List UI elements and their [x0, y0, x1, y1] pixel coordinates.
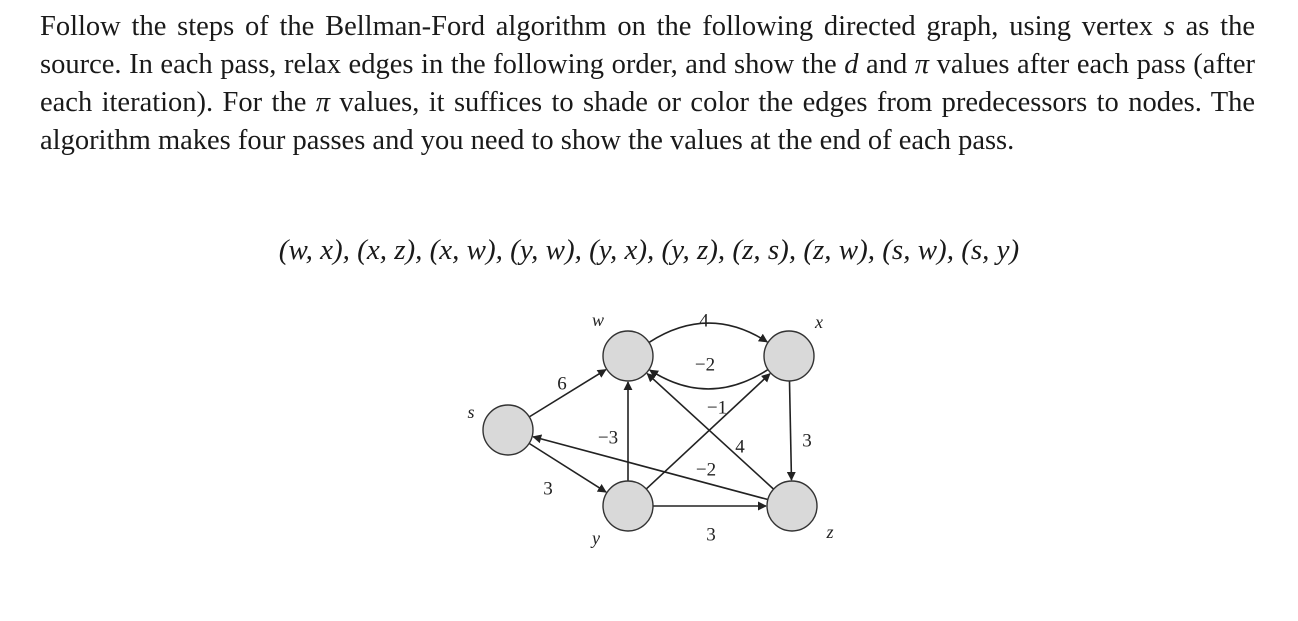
edge-y-x — [645, 373, 771, 490]
node-label-z: z — [825, 522, 833, 542]
edge-weight-y-x: −1 — [707, 397, 727, 418]
nodes-layer — [482, 330, 818, 532]
edge-weight-z-w: 4 — [735, 436, 745, 457]
node-label-x: x — [814, 312, 823, 332]
edge-x-z — [786, 380, 796, 481]
edge-weight-y-z: 3 — [706, 524, 716, 545]
edges-layer — [528, 322, 796, 511]
edge-weight-y-w: −3 — [598, 427, 618, 448]
node-s — [482, 404, 534, 456]
node-label-y: y — [590, 528, 600, 548]
problem-text-part: as the source. In each pass, relax edges… — [40, 11, 1255, 80]
edge-relaxation-order: (w, x), (x, z), (x, w), (y, w), (y, x), … — [0, 234, 1298, 267]
edge-weight-s-w: 6 — [557, 373, 567, 394]
edge-z-w — [646, 372, 775, 490]
source-vertex-symbol: s — [1163, 11, 1175, 42]
edge-order-text: (w, x), (x, z), (x, w), (y, w), (y, x), … — [278, 234, 1020, 266]
problem-text-part: values after each pass (after each itera… — [40, 49, 1255, 118]
edge-weight-x-w: −2 — [695, 354, 715, 375]
labels-layer: 6 3 4 −2 3 −3 −1 3 4 −2 s w x y z — [467, 310, 833, 548]
pi-symbol: π — [315, 87, 331, 118]
problem-text-part: Follow the steps of the Bellman-Ford alg… — [40, 11, 1164, 42]
edge-weight-w-x: 4 — [699, 310, 709, 331]
d-symbol: d — [844, 49, 859, 80]
node-x — [763, 330, 815, 382]
node-z — [766, 480, 818, 532]
pi-symbol: π — [914, 49, 930, 80]
edge-weight-z-s: −2 — [696, 459, 716, 480]
edge-z-s — [532, 434, 769, 501]
edge-weight-x-z: 3 — [802, 430, 812, 451]
edge-s-w — [528, 368, 607, 418]
edge-w-x — [648, 322, 768, 344]
edge-s-y — [528, 442, 607, 493]
problem-statement: Follow the steps of the Bellman-Ford alg… — [40, 8, 1255, 160]
edge-x-w — [649, 368, 769, 390]
node-y — [602, 480, 654, 532]
problem-text-part: values, it suffices to shade or color th… — [40, 87, 1255, 156]
node-label-s: s — [467, 402, 474, 422]
node-label-w: w — [592, 310, 604, 330]
edge-weight-s-y: 3 — [543, 478, 553, 499]
problem-text-part: and — [858, 49, 915, 80]
node-w — [602, 330, 654, 382]
